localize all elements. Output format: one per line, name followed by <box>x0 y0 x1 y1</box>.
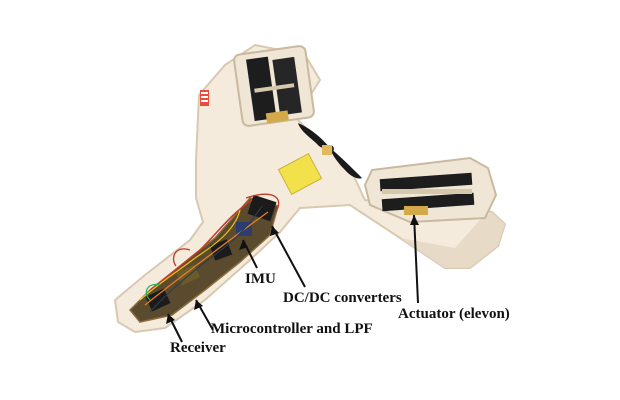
actuator-right <box>363 156 498 224</box>
label-imu: IMU <box>245 271 276 287</box>
sticker <box>200 90 209 106</box>
label-dcdc-converters: DC/DC converters <box>283 290 402 306</box>
label-actuator-elevon: Actuator (elevon) <box>398 306 510 322</box>
leader-lines <box>166 214 419 343</box>
label-receiver: Receiver <box>170 340 226 356</box>
actuator-upper <box>233 45 315 127</box>
label-microcontroller-lpf: Microcontroller and LPF <box>211 321 373 337</box>
circuit-board-icon <box>128 193 280 323</box>
propeller-icon <box>298 123 362 179</box>
airframe-shadow <box>400 212 505 268</box>
yellow-pcb-patch <box>277 152 323 196</box>
leader-dcdc <box>271 225 306 288</box>
leader-actuator <box>413 214 419 304</box>
